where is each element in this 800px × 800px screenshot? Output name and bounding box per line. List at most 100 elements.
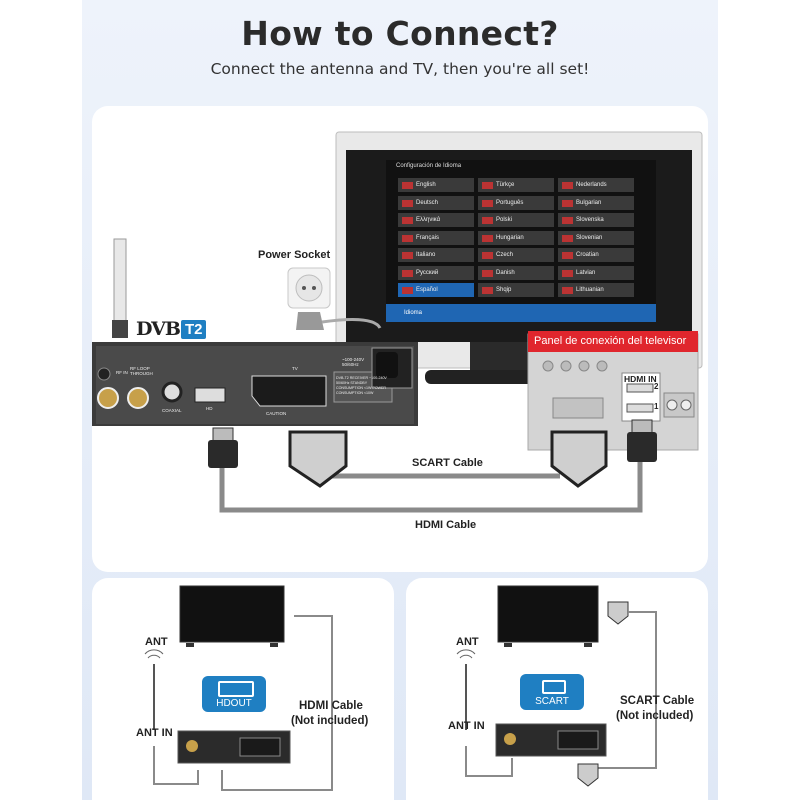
flag-icon xyxy=(402,287,413,294)
tv-small-left xyxy=(179,585,285,643)
flag-icon xyxy=(482,269,493,277)
tv-connection-panel xyxy=(527,331,699,451)
flag-icon xyxy=(482,234,493,242)
tv-menu-language-item: Français xyxy=(398,230,474,245)
ant-label-right: ANT xyxy=(456,636,479,648)
tv-menu-language-item: Shqip xyxy=(478,283,554,297)
flag-icon xyxy=(482,252,493,259)
scart-cable-bottom xyxy=(598,611,657,769)
scart-cable-label: SCART Cable xyxy=(412,457,483,469)
hdmi-cable-label: HDMI Cable xyxy=(415,519,477,531)
tv-menu-language-item: Slovenian xyxy=(558,230,634,245)
scart-badge-label: SCART xyxy=(535,696,569,707)
tv-menu-language-item: Türkçe xyxy=(478,178,554,192)
left-margin xyxy=(0,0,82,800)
scart-cable-note-line2: (Not included) xyxy=(616,710,694,722)
flag-icon xyxy=(562,234,573,242)
tv-menu-language-item: Português xyxy=(478,195,554,210)
tv-menu-language-item: Slovenska xyxy=(558,213,634,227)
flag-icon xyxy=(482,199,493,207)
ant-in-label-left: ANT IN xyxy=(136,727,173,739)
tv-port-label: TV xyxy=(292,366,298,371)
tv-menu-language-item: Lithuanian xyxy=(558,283,634,297)
ant-cable-left xyxy=(153,746,199,785)
right-margin xyxy=(718,0,800,800)
flag-icon xyxy=(482,182,493,189)
flag-icon xyxy=(482,217,493,224)
flag-icon xyxy=(562,287,573,294)
hdout-badge-label: HDOUT xyxy=(216,698,252,709)
flag-icon xyxy=(482,287,493,294)
tv-menu-title: Configuración de Idioma xyxy=(396,163,462,169)
scart-plug-bottom xyxy=(577,763,599,787)
hdmi-cable-bottom xyxy=(221,615,333,791)
hdmi-plug-right xyxy=(627,419,657,462)
rf-loop-label: RF LOOP THROUGH xyxy=(130,366,153,376)
t2-logo-text: T2 xyxy=(180,319,207,339)
scart-plug-left xyxy=(288,430,348,488)
flag-icon xyxy=(562,217,573,224)
hdmi-port-2-label: 2 xyxy=(654,382,659,391)
tv-small-right xyxy=(497,585,599,643)
tv-menu-language-item: Danish xyxy=(478,265,554,280)
power-socket-label: Power Socket xyxy=(258,249,331,261)
scart-plug-right xyxy=(550,430,608,488)
hdmi-cable xyxy=(219,462,643,513)
dvb-logo-text: DVB xyxy=(136,318,181,340)
flag-icon xyxy=(402,269,413,277)
scart-port-icon xyxy=(542,680,566,694)
tv-menu-language-item: Latvian xyxy=(558,265,634,280)
tv-menu-language-item: Czech xyxy=(478,248,554,262)
antenna-small-icon-right xyxy=(456,649,476,730)
hdmi-port-1-label: 1 xyxy=(654,402,659,411)
flag-icon xyxy=(562,269,573,277)
page-title: How to Connect? xyxy=(241,14,559,53)
receiver-info-label: DVB-T2 RECEIVER ~100-240V 50/60Hz STANDB… xyxy=(336,376,387,395)
flag-icon xyxy=(562,199,573,207)
tv-menu-language-item: Hungarian xyxy=(478,230,554,245)
caution-label: CAUTION xyxy=(266,411,287,416)
rf-in-label: RF IN xyxy=(116,370,128,375)
hdmi-cable-note-line1: HDMI Cable xyxy=(299,700,363,712)
hd-label: HD xyxy=(206,406,213,411)
antenna-icon xyxy=(112,238,128,338)
hdmi-in-label: HDMI IN xyxy=(624,374,657,384)
hdmi-plug-left xyxy=(208,427,238,468)
tv-menu-footer xyxy=(386,304,656,322)
flag-icon xyxy=(562,182,573,189)
tv-menu-language-item: Nederlands xyxy=(558,178,634,192)
flag-icon xyxy=(402,234,413,242)
voltage-label: ~100-240V 50/60Hz xyxy=(342,357,365,367)
flag-icon xyxy=(402,217,413,224)
flag-icon xyxy=(402,199,413,207)
tv-menu-footer-label: Idioma xyxy=(404,310,423,316)
antenna-small-icon-left xyxy=(144,649,164,730)
tv-menu-language-item: Polski xyxy=(478,213,554,227)
flag-icon xyxy=(562,252,573,259)
tv-menu-language-item: Italiano xyxy=(398,248,474,262)
tv-menu-language-item: Deutsch xyxy=(398,195,474,210)
scart-plug-top xyxy=(607,601,629,625)
tv-menu-language-item: Русский xyxy=(398,265,474,280)
ant-label-left: ANT xyxy=(145,636,168,648)
tv-panel-label: Panel de conexión del televisor xyxy=(534,335,687,347)
power-socket-icon xyxy=(287,267,382,330)
ant-cable-right xyxy=(465,746,513,777)
coaxial-label: COAXIAL xyxy=(162,408,182,413)
tv-panel-red-bar xyxy=(528,331,698,352)
tv-menu-language-item: Croatian xyxy=(558,248,634,262)
tv-menu-language-item: Ελληνικά xyxy=(398,213,474,227)
receiver-back-panel xyxy=(92,342,418,426)
ant-in-label-right: ANT IN xyxy=(448,720,485,732)
dvb-t2-logo: DVB T2 xyxy=(136,318,207,340)
tv-menu-language-item: Bulgarian xyxy=(558,195,634,210)
hdmi-cable-note-line2: (Not included) xyxy=(291,715,369,727)
hdmi-port-icon xyxy=(218,681,254,697)
flag-icon xyxy=(402,252,413,259)
tv-menu-language-item: Español xyxy=(398,283,474,297)
scart-cable-note-line1: SCART Cable xyxy=(620,695,695,707)
page-subtitle: Connect the antenna and TV, then you're … xyxy=(210,60,590,78)
